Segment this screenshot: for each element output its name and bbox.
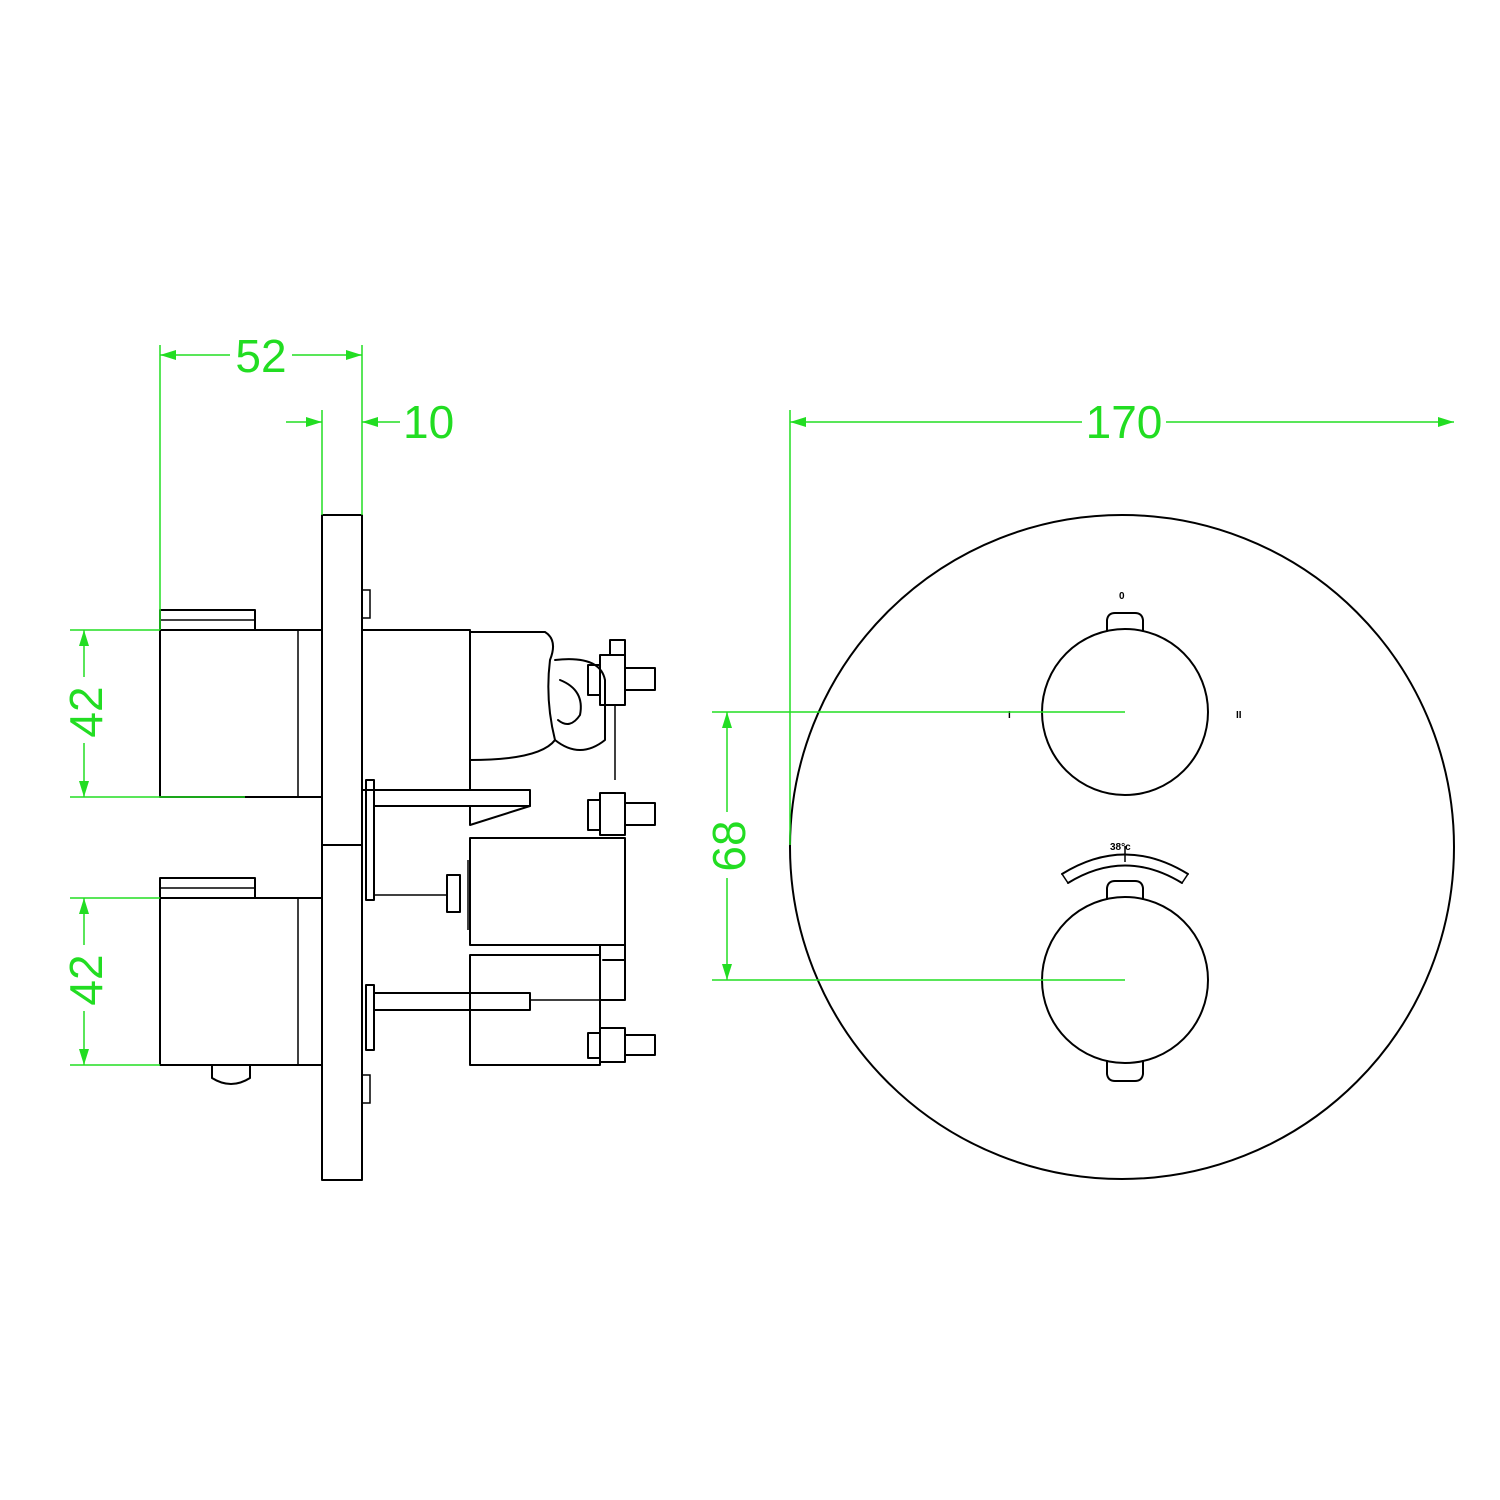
connection-fittings [587,639,656,1063]
wall-plate [321,514,363,1181]
temperature-scale: 38°c [1061,842,1189,884]
diverter-knob [1041,612,1209,796]
side-view [159,514,656,1181]
mark-off: 0 [1119,591,1125,602]
svg-text:52: 52 [235,330,286,382]
lower-handle [159,877,323,1085]
dimensions: 52 10 42 42 [60,330,1454,1066]
svg-text:42: 42 [60,954,112,1005]
dim-handle-spacing: 68 [703,711,1125,981]
svg-text:42: 42 [60,686,112,737]
svg-text:68: 68 [703,820,755,871]
dim-plate-thickness: 10 [286,396,454,515]
mark-outlet-1: I [1008,710,1011,721]
svg-text:10: 10 [403,396,454,448]
temperature-label: 38°c [1110,842,1131,853]
mark-outlet-2: II [1236,710,1242,721]
front-view: 0 I II 38°c [789,514,1455,1180]
plate-screw-top [361,589,371,619]
dim-handle-lower-height: 42 [60,897,160,1066]
dim-handle-upper-height: 42 [60,629,245,798]
upper-handle [159,609,323,798]
thermostat-knob [1041,880,1209,1082]
plate-screw-bottom [361,1074,371,1104]
limit-button [211,1064,251,1085]
valve-body [361,629,626,1066]
svg-text:170: 170 [1086,396,1163,448]
cover-plate [789,514,1455,1180]
dim-depth-total: 52 [159,330,363,630]
dim-plate-diameter: 170 [789,396,1454,845]
